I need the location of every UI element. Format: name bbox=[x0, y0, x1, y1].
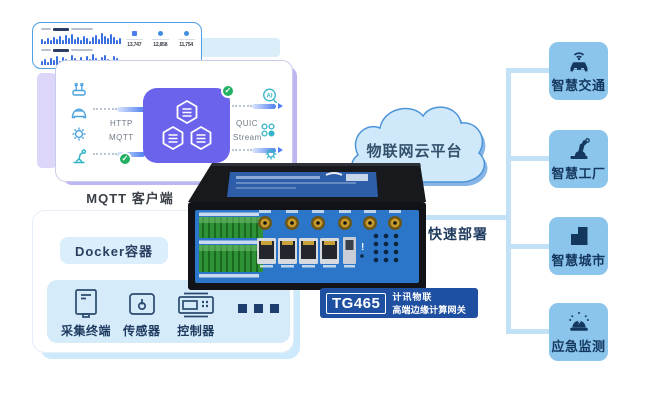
smart-traffic-icon bbox=[570, 52, 587, 72]
brand-name: 计讯物联 bbox=[392, 292, 433, 302]
protocol-label-stream: Stream bbox=[233, 133, 262, 142]
mqtt-client-caption: MQTT 客户端 bbox=[86, 191, 174, 206]
connector-trunk bbox=[506, 68, 511, 334]
docker-device: 采集终端 bbox=[61, 286, 111, 339]
modem-icon bbox=[72, 82, 86, 96]
stat-value: 11,754 bbox=[179, 42, 193, 48]
connector-main bbox=[413, 215, 511, 220]
gear-icon bbox=[72, 127, 86, 141]
hexagon-cluster-icon bbox=[162, 99, 211, 150]
background-lavender-block bbox=[37, 73, 57, 168]
product-badge: TG465 计讯物联 高端边缘计算网关 bbox=[320, 288, 478, 318]
emergency-monitor-icon bbox=[568, 312, 589, 331]
docker-device-label: 采集终端 bbox=[61, 324, 112, 338]
sensor-icon bbox=[128, 293, 155, 315]
app-box-smart-city: 智慧城市 bbox=[549, 217, 608, 275]
docker-device-label: 控制器 bbox=[177, 324, 215, 338]
app-box-smart-traffic: 智慧交通 bbox=[549, 42, 608, 100]
bar-series-top bbox=[41, 32, 121, 44]
svg-text:!: ! bbox=[361, 242, 364, 253]
data-flow-arrow bbox=[232, 147, 283, 153]
app-label: 智慧工厂 bbox=[551, 166, 606, 181]
check-badge-icon: ✓ bbox=[118, 152, 132, 166]
stat-value: 12,858 bbox=[152, 42, 168, 48]
svg-text:AI: AI bbox=[267, 93, 273, 99]
dot-icon bbox=[183, 31, 189, 36]
model-number: TG465 bbox=[326, 292, 387, 314]
connector-branch bbox=[511, 244, 549, 249]
components-icon bbox=[261, 123, 275, 137]
more-devices-ellipsis bbox=[238, 304, 279, 313]
connector-branch bbox=[511, 329, 549, 334]
app-box-smart-factory: 智慧工厂 bbox=[549, 130, 608, 188]
edge-hub-block bbox=[143, 88, 230, 163]
stat-column: 13,747 bbox=[121, 31, 147, 65]
connector-branch bbox=[511, 156, 549, 161]
app-label: 智慧交通 bbox=[551, 78, 606, 93]
docker-device: 传感器 bbox=[123, 291, 161, 339]
app-label: 应急监测 bbox=[551, 339, 606, 354]
product-type: 高端边缘计算网关 bbox=[392, 305, 466, 315]
stat-value: 13,747 bbox=[126, 42, 142, 48]
bar-chart-top bbox=[41, 27, 121, 44]
data-flow-arrow bbox=[232, 103, 283, 109]
gateway-device: ! bbox=[188, 163, 426, 290]
settings-gear-icon bbox=[265, 148, 277, 160]
dot-icon bbox=[157, 31, 163, 36]
stat-column: 12,858 bbox=[147, 31, 173, 65]
app-label: 智慧城市 bbox=[551, 253, 606, 268]
docker-device-label: 传感器 bbox=[123, 324, 161, 338]
protocol-label-mqtt: MQTT bbox=[109, 133, 134, 142]
cloud-platform-label: 物联网云平台 bbox=[366, 143, 463, 160]
robot-arm-icon bbox=[73, 149, 87, 164]
protocol-label-quic: QUIC bbox=[236, 119, 258, 128]
stat-columns: 13,747 12,858 11,754 bbox=[121, 27, 199, 65]
stat-column: 11,754 bbox=[173, 31, 199, 65]
collector-terminal-icon bbox=[75, 289, 97, 318]
deploy-label: 快速部署 bbox=[428, 226, 488, 242]
protocol-label-http: HTTP bbox=[110, 119, 133, 128]
docker-devices-panel: 采集终端 传感器 控制器 bbox=[47, 280, 290, 343]
controller-icon bbox=[178, 292, 214, 318]
smart-factory-icon bbox=[570, 138, 590, 159]
trend-arrow-icon bbox=[131, 31, 137, 36]
docker-device: 控制器 bbox=[175, 291, 217, 339]
check-badge-icon: ✓ bbox=[221, 84, 235, 98]
smart-city-icon bbox=[570, 227, 587, 245]
app-box-emergency: 应急监测 bbox=[549, 303, 608, 361]
vehicle-icon bbox=[71, 108, 87, 119]
docker-title: Docker容器 bbox=[60, 237, 168, 264]
ai-head-icon: AI bbox=[263, 88, 278, 104]
connector-branch bbox=[511, 68, 549, 73]
